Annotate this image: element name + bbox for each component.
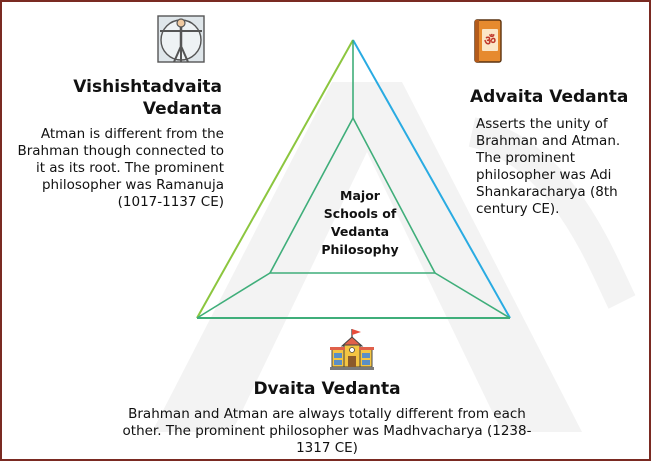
advaita-title: Advaita Vedanta xyxy=(470,87,629,107)
center-label: Major Schools of Vedanta Philosophy xyxy=(321,188,399,257)
vitruvian-man-icon xyxy=(157,15,205,63)
connector-left xyxy=(196,272,271,319)
dvaita-title: Dvaita Vedanta xyxy=(253,379,401,399)
dvaita-description: Brahman and Atman are always totally dif… xyxy=(122,406,532,456)
inner-triangle xyxy=(268,116,437,274)
vishishtadvaita-title: Vishishtadvaita Vedanta xyxy=(73,77,222,119)
outer-left-edge xyxy=(196,39,354,319)
connector-right xyxy=(434,272,511,319)
outer-right-edge xyxy=(352,39,511,319)
school-building-icon xyxy=(330,329,374,370)
om-book-icon: ॐ xyxy=(474,19,502,63)
advaita-description: Asserts the unity of Brahman and Atman. … xyxy=(476,116,621,217)
svg-text:ॐ: ॐ xyxy=(484,33,496,49)
vishishtadvaita-description: Atman is different from the Brahman thou… xyxy=(17,126,224,210)
